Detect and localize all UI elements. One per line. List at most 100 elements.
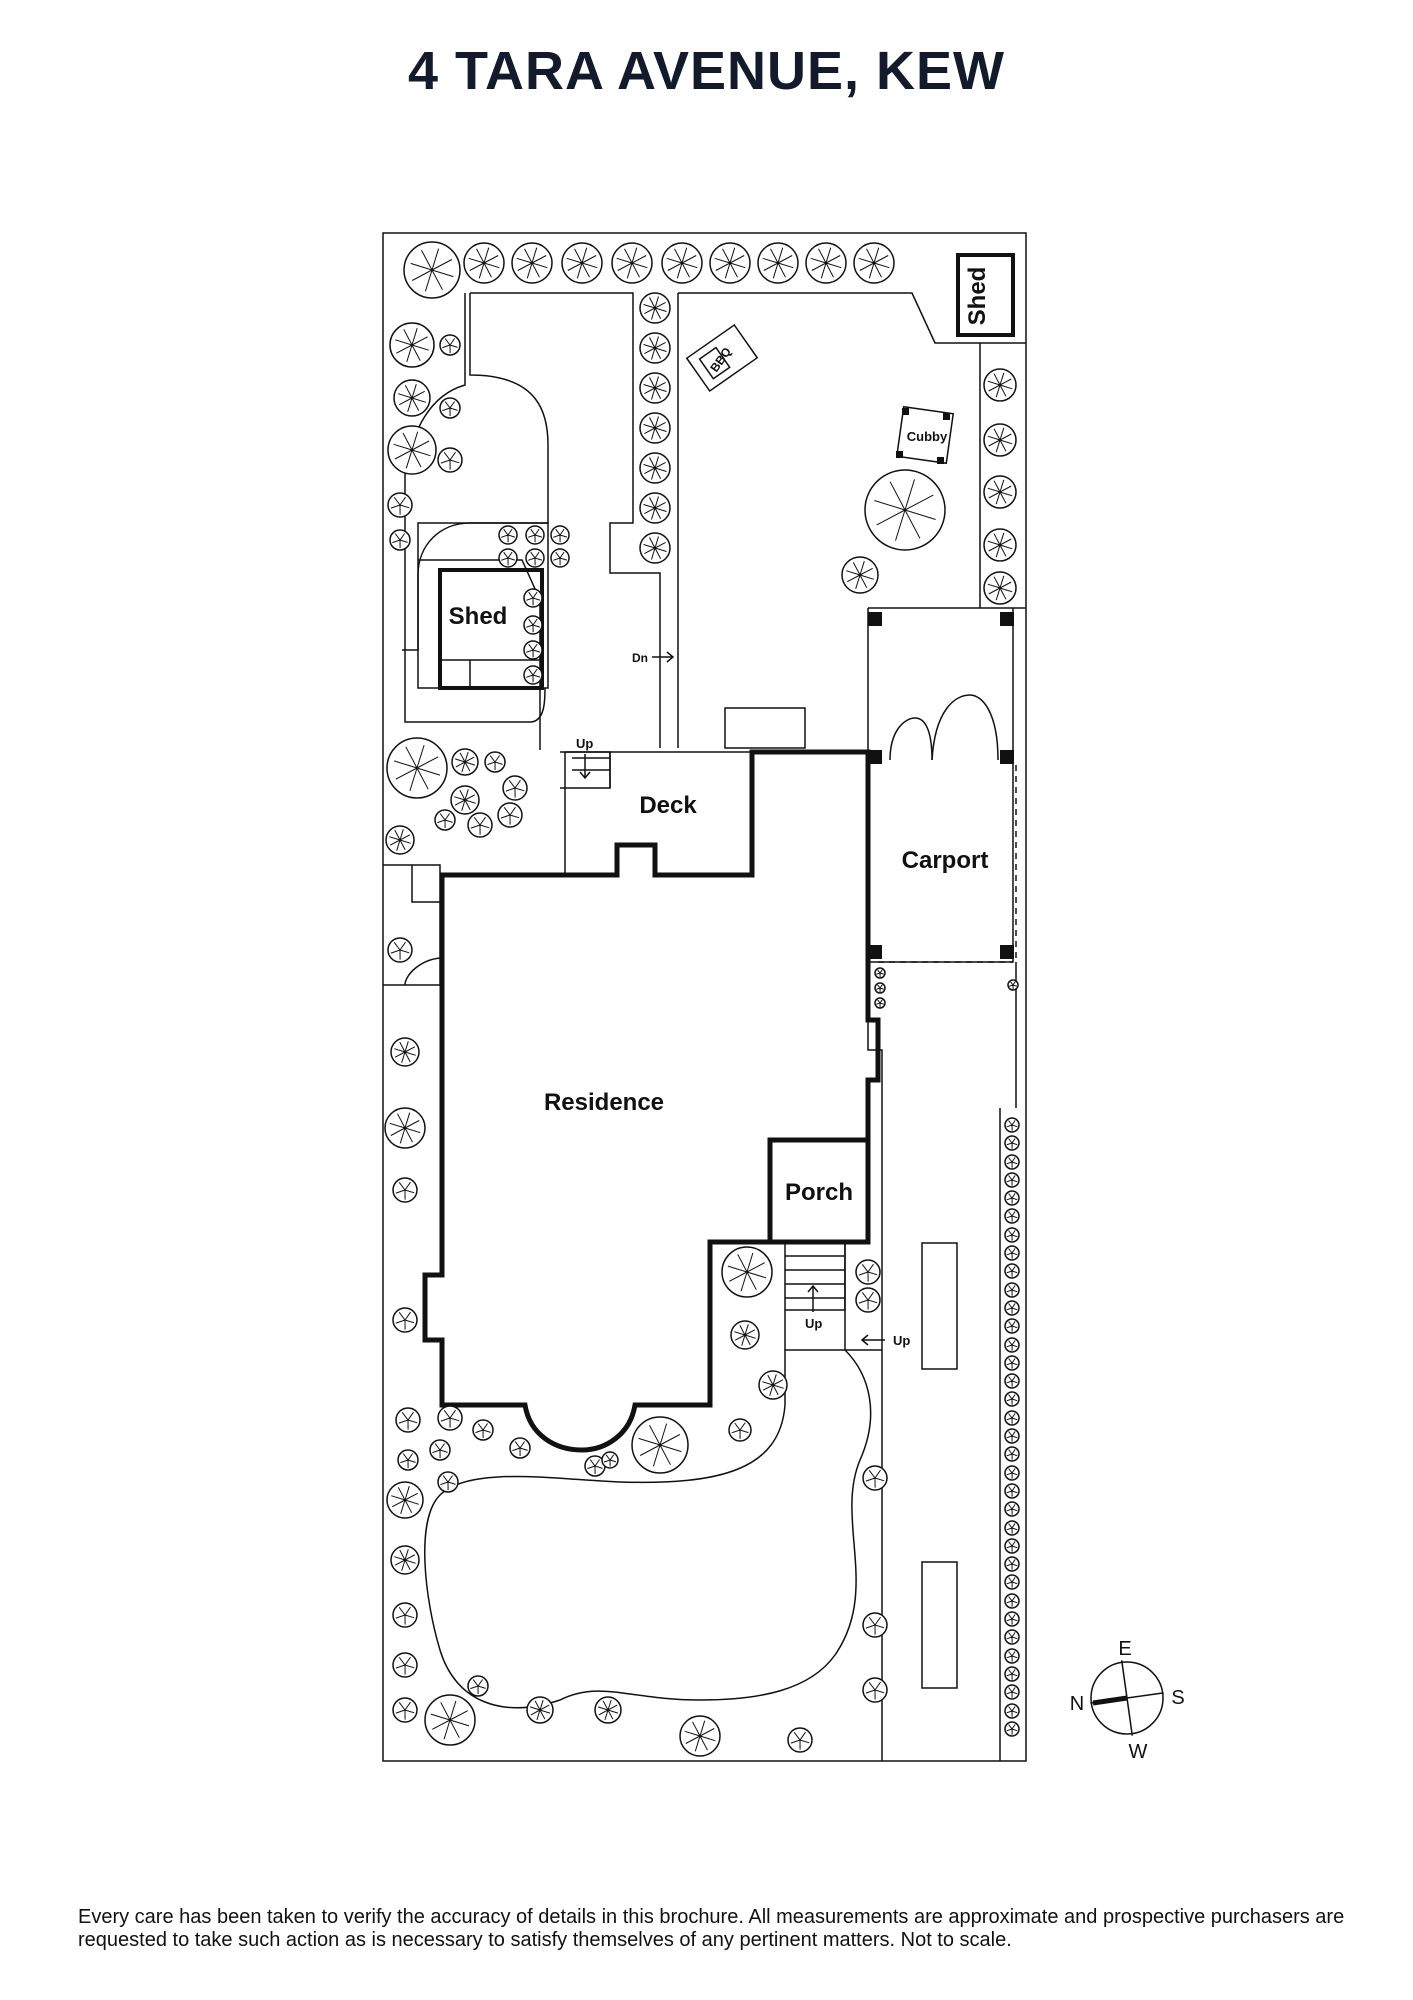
tree-branch <box>685 1735 701 1744</box>
tree-branch <box>594 1465 603 1469</box>
tree-branch <box>404 385 413 399</box>
tree-branch <box>1011 1142 1018 1146</box>
tree-branch <box>651 307 656 320</box>
tree-branch <box>411 344 421 361</box>
tree-branch <box>681 262 690 278</box>
tree-branch <box>999 491 1013 497</box>
step-box <box>724 707 806 749</box>
tree-branch <box>479 824 490 829</box>
tree-branch <box>772 1384 784 1389</box>
tree-branch <box>649 1424 661 1446</box>
tree-branch <box>393 443 413 451</box>
tree-branch <box>999 532 1005 546</box>
tree-branch <box>648 337 656 349</box>
tree-branch <box>866 248 875 264</box>
tree-branch <box>401 1559 406 1571</box>
tree-branch <box>1006 1618 1013 1622</box>
tree-branch <box>631 255 647 264</box>
tree-branch <box>904 494 934 511</box>
tree-branch <box>607 1709 614 1720</box>
tree-branch <box>449 1417 460 1422</box>
tree-branch <box>505 787 516 792</box>
tree-branch <box>1008 1120 1013 1126</box>
tree-branch <box>739 1324 746 1336</box>
tree-branch <box>407 1453 414 1461</box>
tree-branch <box>397 1113 406 1129</box>
tree-branch <box>867 1271 878 1276</box>
tree-branch <box>772 1379 784 1386</box>
tree-branch <box>398 1311 406 1321</box>
tree-branch <box>530 1709 541 1716</box>
tree-branch <box>402 1453 409 1461</box>
tree-branch <box>1011 1285 1016 1291</box>
tree-branch <box>1008 1577 1013 1583</box>
tree-branch <box>746 1271 767 1279</box>
tree-branch <box>654 501 666 509</box>
tree-branch <box>1006 1655 1013 1659</box>
tree-branch <box>1006 1600 1013 1604</box>
tree-branch <box>566 257 583 264</box>
porch-outline <box>770 1137 871 1245</box>
tree-branch <box>879 987 884 990</box>
tree-branch <box>399 834 411 841</box>
tree-branch <box>874 1477 885 1482</box>
tree-branch <box>1012 984 1017 987</box>
tree-branch <box>1011 1431 1016 1437</box>
tree-branch <box>609 1454 615 1461</box>
tree-branch <box>825 255 841 264</box>
tree-branch <box>532 668 538 676</box>
tree-branch <box>879 972 884 975</box>
tree-branch <box>993 480 1001 493</box>
tree-branch <box>681 247 688 264</box>
tree-branch <box>1006 1508 1013 1512</box>
tree-branch <box>411 397 420 411</box>
tree-branch <box>517 262 533 271</box>
tree-branch <box>391 1495 406 1501</box>
tree-branch <box>988 491 1001 499</box>
tree-branch <box>993 533 1001 546</box>
tree-branch <box>396 839 401 851</box>
tree-branch <box>439 1443 446 1451</box>
tree-branch <box>643 544 656 549</box>
tree-branch <box>999 439 1007 452</box>
tree-branch <box>1009 984 1014 987</box>
tree-branch <box>399 941 406 951</box>
tree-branch <box>729 262 746 269</box>
tree-branch <box>503 806 511 816</box>
tree-branch <box>509 806 516 816</box>
tree-branch <box>727 1265 748 1273</box>
tree-branch <box>1011 1600 1018 1604</box>
tree-branch <box>431 259 453 271</box>
tree-branch <box>793 1731 801 1741</box>
back-lawn-edge <box>470 292 661 748</box>
tree-branch <box>762 1381 774 1386</box>
tree-branch <box>444 819 453 823</box>
tree-branch <box>1011 1248 1016 1254</box>
driveway-strip-bottom <box>921 1561 958 1689</box>
tree-branch <box>988 439 1001 447</box>
tree-branch <box>432 1449 441 1454</box>
tree-branch <box>394 829 401 841</box>
dn-label: Dn <box>632 651 648 665</box>
tree-branch <box>729 1271 748 1282</box>
tree-branch <box>410 262 433 271</box>
tree-branch <box>904 479 915 511</box>
tree-branch <box>393 496 401 506</box>
tree-branch <box>464 789 469 801</box>
tree-branch <box>404 1189 415 1194</box>
tree-branch <box>867 1291 874 1301</box>
tree-branch <box>404 1606 411 1616</box>
tree-branch <box>874 1689 885 1694</box>
tree-branch <box>1008 1541 1013 1547</box>
tree-branch <box>790 1739 801 1744</box>
tree-branch <box>879 1002 884 1005</box>
tree-branch <box>587 1465 596 1470</box>
tree-branch <box>443 1409 451 1419</box>
tree-branch <box>503 528 509 536</box>
tree-branch <box>859 574 874 580</box>
tree-branch <box>1008 1669 1013 1675</box>
tree-branch <box>1011 1138 1016 1144</box>
tree-branch <box>530 528 536 536</box>
tree-branch <box>482 1429 491 1433</box>
tree-branch <box>1011 1417 1018 1421</box>
